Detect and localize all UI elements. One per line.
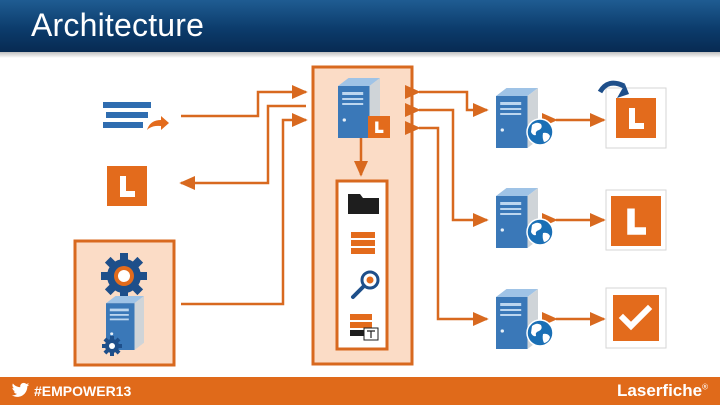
- left-connector-lines: [179, 85, 308, 306]
- event-hashtag: #EMPOWER13: [34, 383, 132, 399]
- folder-icon: [348, 194, 379, 214]
- web-server-icon: [496, 289, 554, 349]
- brand-registered-mark: ®: [702, 382, 708, 392]
- checkmark-icon: [605, 287, 667, 349]
- right-connector-lines: [405, 85, 606, 326]
- brand-name: Laserfiche: [617, 381, 703, 400]
- footer-bar: #EMPOWER13 Laserfiche®: [0, 377, 720, 405]
- architecture-diagram: L: [73, 65, 667, 367]
- brand-logo: Laserfiche®: [617, 381, 708, 401]
- small-gear-icon: [102, 336, 122, 356]
- web-server-icon: [496, 88, 554, 148]
- laserfiche-client-icon: [605, 189, 667, 251]
- workstation-server-icon: [102, 296, 144, 356]
- title-bar: Architecture: [0, 0, 720, 58]
- documents-icon: [103, 102, 169, 130]
- database-icon: [351, 232, 375, 254]
- gear-icon: [101, 253, 147, 299]
- laserfiche-web-client-icon: [597, 80, 667, 149]
- page-title: Architecture: [31, 7, 205, 43]
- search-icon: [351, 270, 380, 299]
- web-server-icon: [496, 188, 554, 248]
- text-database-icon: [350, 314, 379, 341]
- twitter-bird-icon: [11, 382, 30, 397]
- laserfiche-client-icon: L: [107, 166, 147, 206]
